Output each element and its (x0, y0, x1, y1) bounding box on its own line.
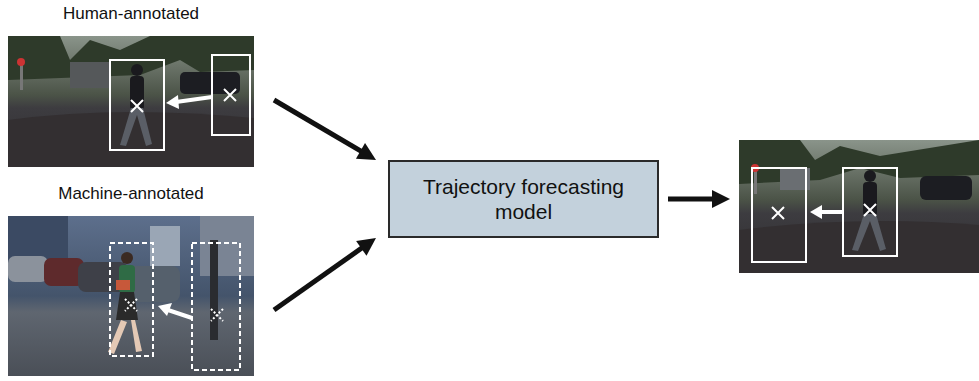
connector-arrow (274, 238, 376, 310)
pedestrian (108, 252, 142, 354)
connector-arrow (274, 100, 376, 160)
pedestrian (120, 64, 152, 146)
street-photo-top (8, 36, 254, 167)
street-photo-output (739, 140, 979, 273)
process-box: Trajectory forecasting model (388, 160, 659, 238)
street-photo-bottom (8, 216, 254, 376)
pedestrian (852, 170, 886, 251)
box-label: Trajectory forecasting model (390, 170, 657, 228)
image-panel: Machine-annotated (8, 184, 254, 376)
image-caption: Human-annotated (8, 4, 254, 24)
output-arrow (668, 190, 730, 208)
image-caption: Machine-annotated (8, 184, 254, 204)
image-panel: Human-annotated (8, 4, 254, 167)
